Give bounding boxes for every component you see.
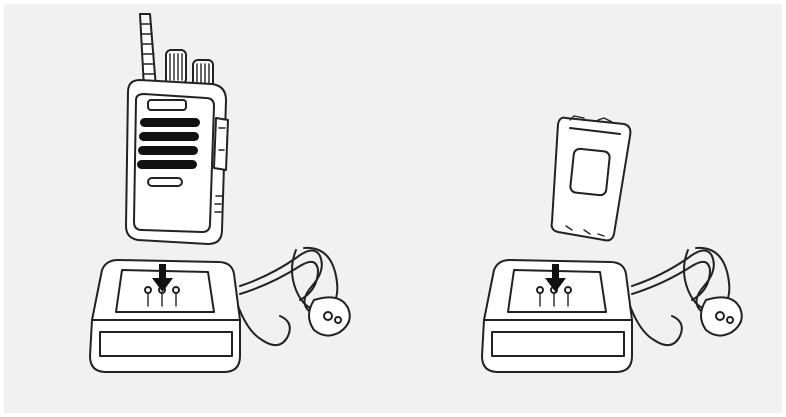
charger-base-right [482, 260, 632, 372]
battery-icon [552, 116, 631, 240]
panel-radio-charging [90, 14, 350, 372]
charger-base-left [90, 260, 240, 372]
charger-cable-right [630, 248, 742, 345]
panel-battery-charging [482, 116, 742, 372]
radio-icon [126, 14, 228, 244]
charger-cable-left [238, 248, 350, 345]
